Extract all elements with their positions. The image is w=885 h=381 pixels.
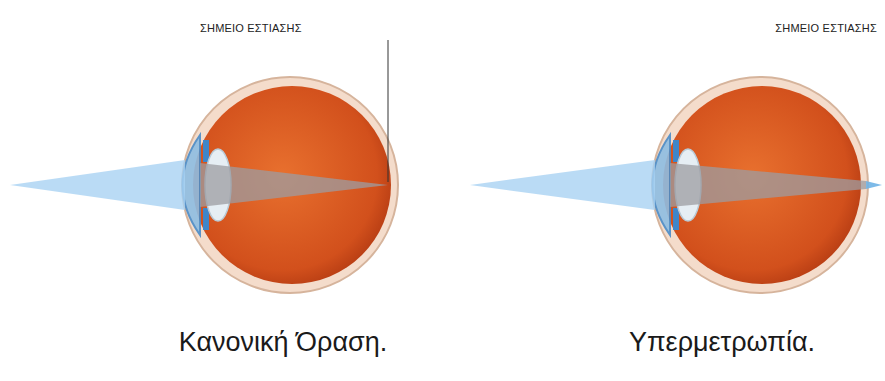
caption-hyperopia: Υπερμετρωπία. — [629, 327, 815, 358]
hyperopic-eye — [470, 77, 882, 293]
focus-point-label: ΣΗΜΕΙΟ ΕΣΤΙΑΣΗΣ — [775, 22, 877, 34]
caption-normal: Κανονική Όραση. — [179, 327, 387, 358]
focus-point-label: ΣΗΜΕΙΟ ΕΣΤΙΑΣΗΣ — [200, 22, 302, 34]
normal-eye — [10, 40, 398, 293]
